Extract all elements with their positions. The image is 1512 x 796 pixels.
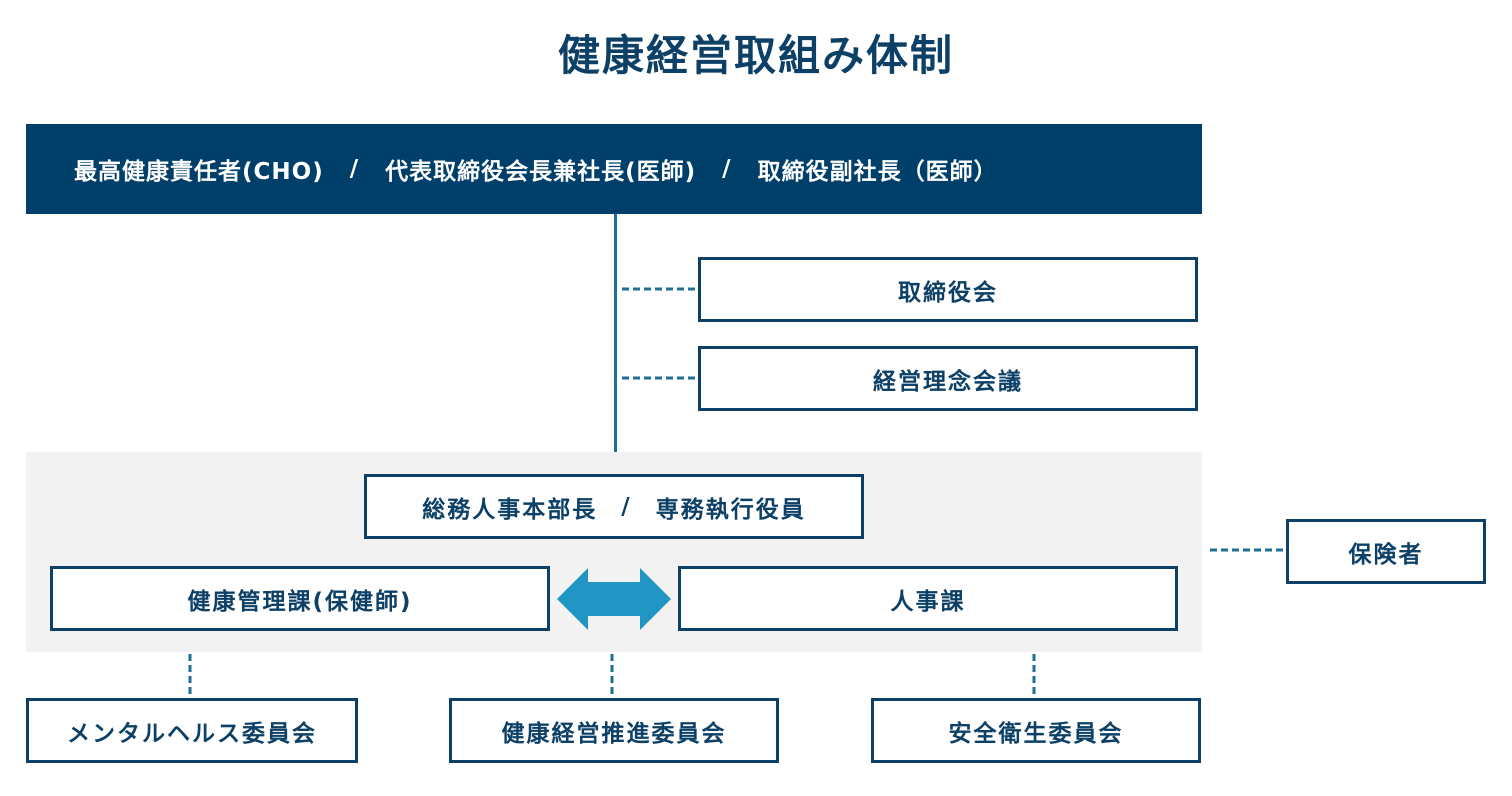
- director-box: 総務人事本部長 / 専務執行役員: [364, 474, 864, 539]
- board-of-directors-box: 取締役会: [698, 257, 1198, 322]
- mental-health-committee-label: メンタルヘルス委員会: [67, 720, 317, 747]
- board-of-directors-label: 取締役会: [898, 279, 998, 306]
- safety-health-committee-box: 安全衛生委員会: [871, 698, 1201, 763]
- philosophy-meeting-box: 経営理念会議: [698, 346, 1198, 411]
- senior-executive-label: 専務執行役員: [655, 496, 806, 523]
- health-management-box: 健康管理課(保健師): [50, 566, 550, 631]
- hr-section-label: 人事課: [890, 588, 966, 615]
- top-separator-2: /: [722, 156, 732, 182]
- page-title: 健康経営取組み体制: [557, 31, 954, 80]
- health-promotion-committee-box: 健康経営推進委員会: [449, 698, 779, 763]
- health-management-label: 健康管理課(保健師): [187, 588, 413, 615]
- top-management-bar: 最高健康責任者(CHO) / 代表取締役会長兼社長(医師) / 取締役副社長（医…: [26, 124, 1202, 214]
- top-separator-1: /: [349, 156, 360, 182]
- main-connector-line: [614, 214, 617, 452]
- cho-label: 最高健康責任者(CHO): [74, 159, 324, 185]
- philosophy-meeting-label: 経営理念会議: [873, 368, 1023, 395]
- insurer-label: 保険者: [1348, 541, 1424, 568]
- health-promotion-committee-label: 健康経営推進委員会: [501, 720, 727, 747]
- insurer-box: 保険者: [1286, 519, 1486, 584]
- chairman-label: 代表取締役会長兼社長(医師): [385, 159, 697, 185]
- general-affairs-label: 総務人事本部長: [422, 496, 598, 523]
- vice-president-label: 取締役副社長（医師）: [757, 159, 998, 185]
- mental-health-committee-box: メンタルヘルス委員会: [26, 698, 358, 763]
- safety-health-committee-label: 安全衛生委員会: [948, 720, 1124, 747]
- hr-section-box: 人事課: [678, 566, 1178, 631]
- director-separator: /: [621, 493, 632, 520]
